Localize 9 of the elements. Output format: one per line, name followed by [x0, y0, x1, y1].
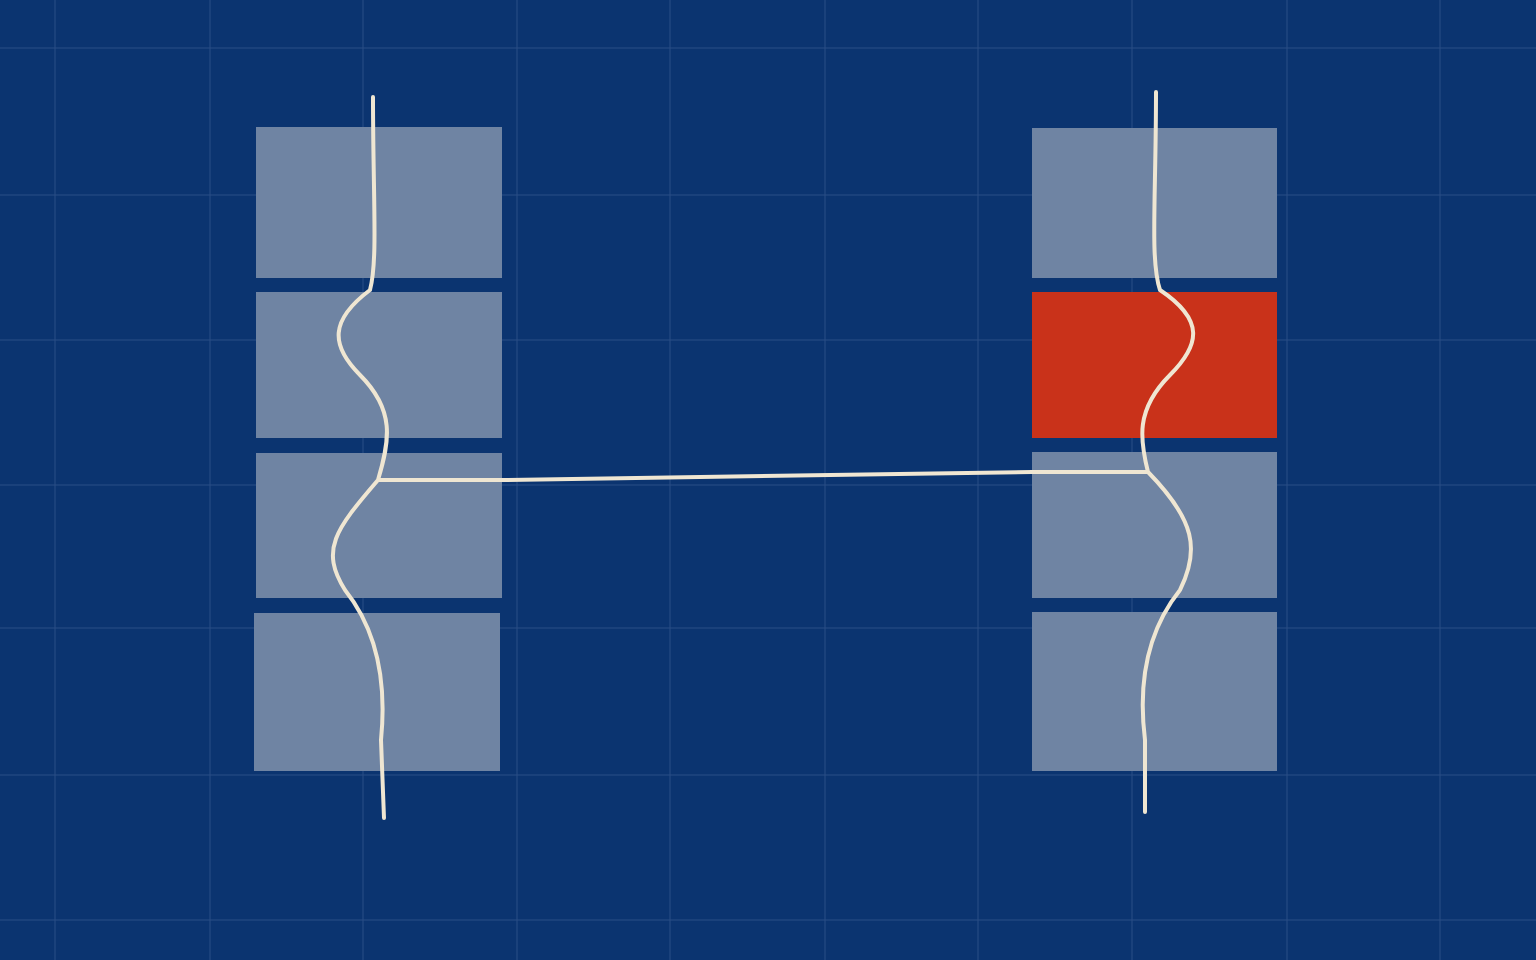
block: [1032, 452, 1277, 598]
block: [256, 453, 502, 598]
block: [256, 127, 502, 278]
block: [256, 292, 502, 438]
highlighted-block: [1032, 292, 1277, 438]
connector-line: [501, 470, 1033, 482]
block: [254, 613, 500, 771]
block: [1032, 612, 1277, 771]
block: [1032, 128, 1277, 278]
